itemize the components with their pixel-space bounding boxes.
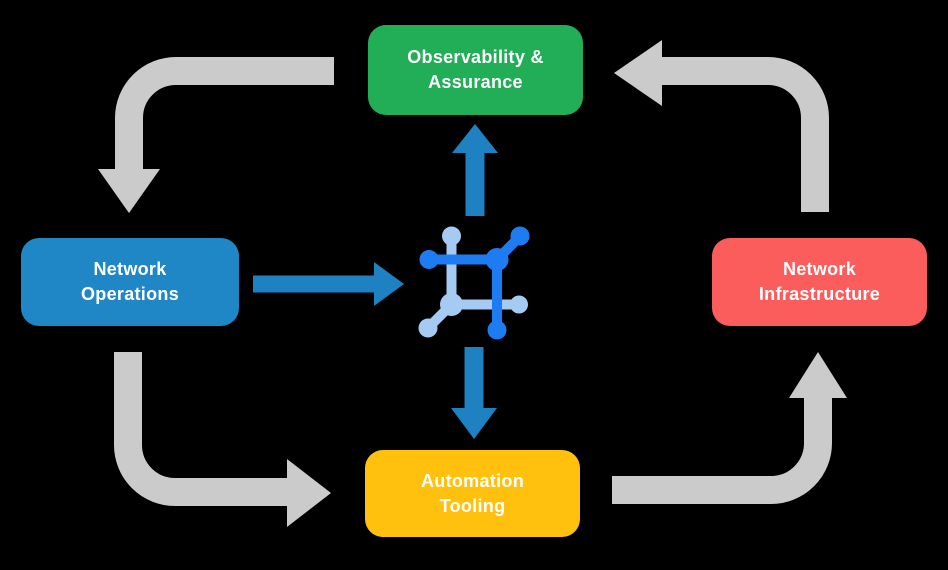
network-mesh-icon — [418, 226, 530, 340]
node-automation-tooling: Automation Tooling — [365, 450, 580, 537]
node-label-line: Operations — [80, 284, 180, 304]
node-label-line: Tooling — [439, 495, 506, 516]
node-label-line: Assurance — [428, 72, 523, 92]
blue-arrow-operations-to-icon — [253, 262, 404, 306]
node-label-line: Automation — [421, 470, 524, 491]
node-label-line: Network — [93, 259, 167, 279]
blue-arrow-icon-to-automation — [451, 347, 497, 439]
gray-arrow-infrastructure-to-observability — [614, 40, 829, 212]
gray-arrow-observability-to-operations — [98, 57, 334, 213]
gray-arrow-operations-to-automation — [114, 352, 331, 527]
gray-arrow-automation-to-infrastructure — [612, 352, 847, 504]
node-network-infrastructure: Network Infrastructure — [712, 238, 927, 326]
node-label-line: Observability & — [407, 47, 544, 67]
node-observability-assurance: Observability & Assurance — [368, 25, 583, 115]
node-label-line: Infrastructure — [758, 284, 881, 304]
node-label-line: Network — [782, 259, 857, 279]
blue-arrow-icon-to-observability — [452, 124, 498, 216]
node-network-operations: Network Operations — [21, 238, 239, 326]
